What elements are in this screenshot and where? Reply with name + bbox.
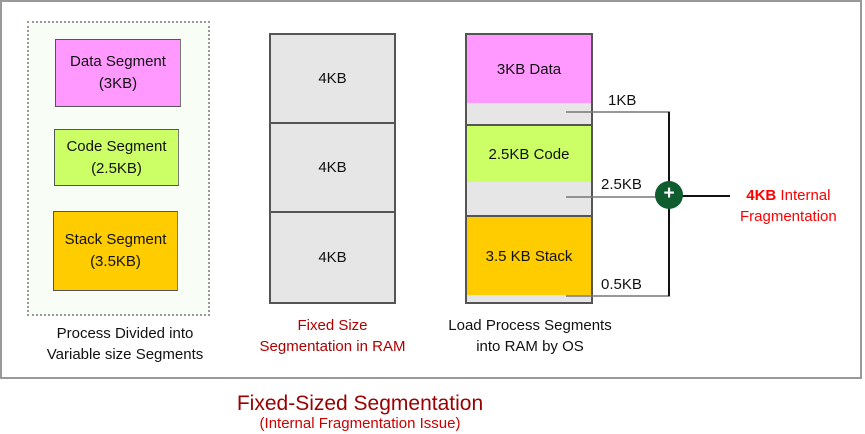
loaded-code-label: 2.5KB Code bbox=[488, 145, 570, 163]
data-segment-label: Data Segment bbox=[70, 53, 166, 70]
waste-2-label: 2.5KB bbox=[601, 176, 642, 193]
fragmentation-label-line2: Fragmentation bbox=[740, 208, 837, 225]
waste-1 bbox=[467, 103, 591, 126]
fragmentation-result: 4KB Internal Fragmentation bbox=[740, 185, 837, 227]
waste-3-label: 0.5KB bbox=[601, 276, 642, 293]
plus-glyph: + bbox=[663, 183, 675, 204]
process-caption-line1: Process Divided into bbox=[56, 325, 194, 342]
ram-block: 4KB bbox=[271, 35, 394, 124]
stack-segment-label: Stack Segment bbox=[64, 231, 167, 248]
fixed-ram: 4KB 4KB 4KB bbox=[269, 33, 396, 304]
loaded-ram: 3KB Data 2.5KB Code 3.5 KB Stack bbox=[465, 33, 593, 304]
diagram-subtitle: (Internal Fragmentation Issue) bbox=[259, 415, 461, 432]
stack-segment-size: (3.5KB) bbox=[90, 253, 141, 270]
process-caption-line2: Variable size Segments bbox=[46, 346, 204, 363]
ram-block: 4KB bbox=[271, 124, 394, 213]
loaded-ram-caption-line1: Load Process Segments bbox=[448, 317, 612, 334]
fragmentation-label: Internal bbox=[776, 187, 831, 204]
waste-2 bbox=[467, 182, 591, 217]
loaded-ram-caption: Load Process Segments into RAM by OS bbox=[425, 315, 635, 357]
ram-block-label: 4KB bbox=[318, 159, 347, 176]
fragmentation-amount: 4KB bbox=[746, 187, 777, 204]
waste-1-label: 1KB bbox=[608, 92, 637, 109]
ram-block: 4KB bbox=[271, 213, 394, 301]
fixed-ram-caption: Fixed Size Segmentation in RAM bbox=[240, 315, 425, 357]
ram-block-label: 4KB bbox=[318, 70, 347, 87]
loaded-code-block: 2.5KB Code bbox=[467, 126, 591, 182]
process-caption: Process Divided into Variable size Segme… bbox=[20, 323, 230, 365]
plus-icon bbox=[655, 181, 683, 209]
data-segment: Data Segment (3KB) bbox=[55, 39, 181, 107]
loaded-data-label: 3KB Data bbox=[496, 60, 562, 78]
code-segment-size: (2.5KB) bbox=[91, 159, 142, 177]
loaded-stack-block: 3.5 KB Stack bbox=[467, 217, 591, 295]
loaded-stack-label: 3.5 KB Stack bbox=[485, 247, 573, 265]
loaded-ram-caption-line2: into RAM by OS bbox=[476, 338, 584, 355]
stack-segment: Stack Segment (3.5KB) bbox=[53, 211, 178, 291]
fixed-ram-caption-line1: Fixed Size bbox=[297, 317, 368, 334]
ram-block-label: 4KB bbox=[318, 248, 347, 266]
code-segment-label: Code Segment bbox=[66, 137, 167, 155]
fixed-ram-caption-line2: Segmentation in RAM bbox=[259, 338, 406, 355]
loaded-data-block: 3KB Data bbox=[467, 35, 591, 103]
data-segment-size: (3KB) bbox=[98, 75, 138, 92]
diagram-title: Fixed-Sized Segmentation bbox=[236, 392, 484, 415]
code-segment: Code Segment (2.5KB) bbox=[54, 129, 179, 186]
